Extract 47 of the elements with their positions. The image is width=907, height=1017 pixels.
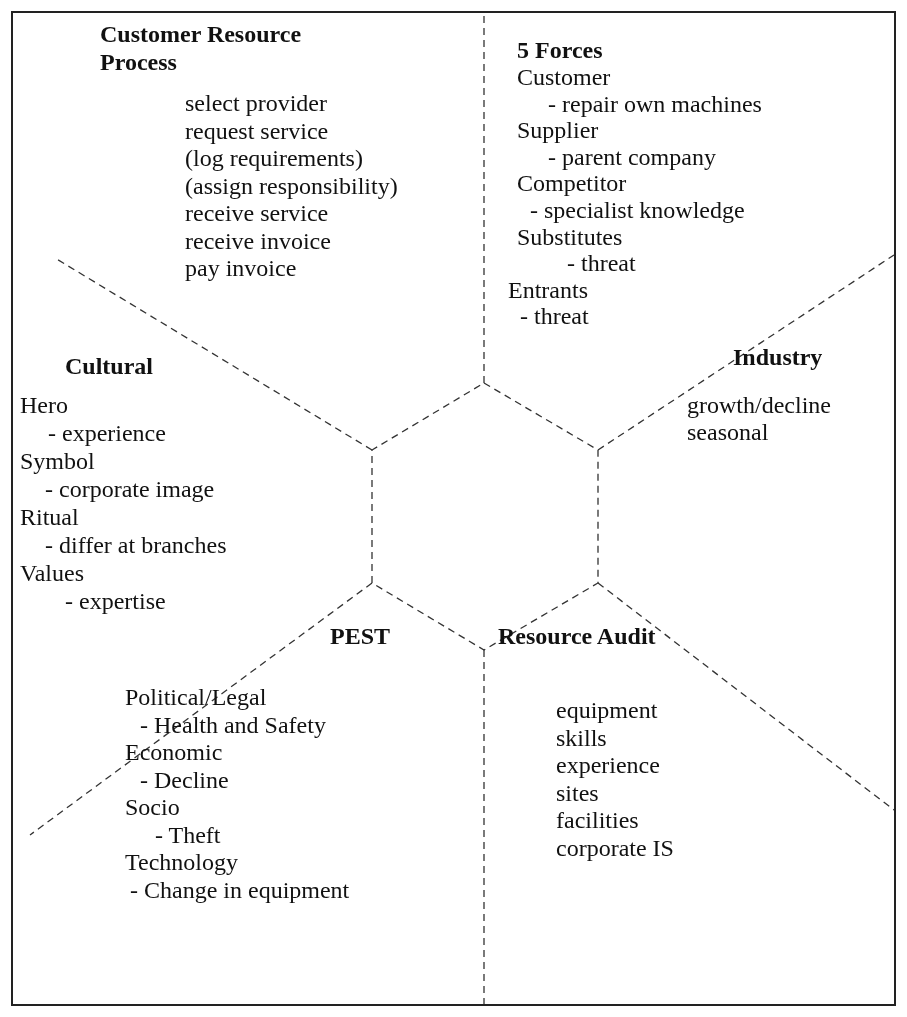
list-item: - Health and Safety xyxy=(140,711,326,738)
list-item: Political/Legal xyxy=(125,684,267,710)
list-item: Economic xyxy=(125,739,223,765)
list-item: Technology xyxy=(125,849,238,875)
list-item: - parent company xyxy=(548,143,716,170)
list-item: pay invoice xyxy=(185,255,297,281)
sector-heading: Industry xyxy=(733,343,824,371)
sector-heading: Customer Resource Process xyxy=(100,20,303,76)
list-item: receive service xyxy=(185,200,329,226)
list-item: - repair own machines xyxy=(548,90,762,117)
list-item: Symbol xyxy=(20,448,95,474)
list-item: select provider xyxy=(185,90,327,116)
list-item: (log requirements) xyxy=(185,145,363,171)
list-item: Socio xyxy=(125,794,180,820)
list-item: seasonal xyxy=(687,419,769,445)
list-item: - threat xyxy=(520,303,589,330)
sector-heading: 5 Forces xyxy=(517,36,604,64)
list-item: Ritual xyxy=(20,504,79,530)
list-item: experience xyxy=(556,752,660,778)
list-item: Competitor xyxy=(517,170,627,197)
sector-heading: PEST xyxy=(330,622,392,650)
list-item: receive invoice xyxy=(185,227,331,254)
list-item: - specialist knowledge xyxy=(530,197,745,223)
list-item: skills xyxy=(556,724,607,751)
list-item: Entrants xyxy=(508,276,588,303)
list-item: - experience xyxy=(48,420,166,446)
list-item: - threat xyxy=(567,250,636,277)
sector-heading: Resource Audit xyxy=(498,622,657,650)
list-item: - expertise xyxy=(65,588,166,614)
list-item: - Decline xyxy=(140,766,229,793)
list-item: - differ at branches xyxy=(45,532,227,558)
list-item: Customer xyxy=(517,64,611,90)
list-item: request service xyxy=(185,117,329,144)
list-item: equipment xyxy=(556,697,658,723)
list-item: sites xyxy=(556,779,599,806)
list-item: corporate IS xyxy=(556,834,674,861)
list-item: Hero xyxy=(20,392,68,418)
list-item: Supplier xyxy=(517,117,599,144)
list-item: Values xyxy=(20,560,84,586)
list-item: Substitutes xyxy=(517,223,623,250)
list-item: (assign responsibility) xyxy=(185,172,398,199)
list-item: - Theft xyxy=(155,821,221,848)
sector-heading: Cultural xyxy=(65,352,154,380)
list-item: facilities xyxy=(556,807,639,833)
list-item: - Change in equipment xyxy=(130,876,350,903)
list-item: - corporate image xyxy=(45,476,215,502)
list-item: growth/decline xyxy=(687,392,831,418)
